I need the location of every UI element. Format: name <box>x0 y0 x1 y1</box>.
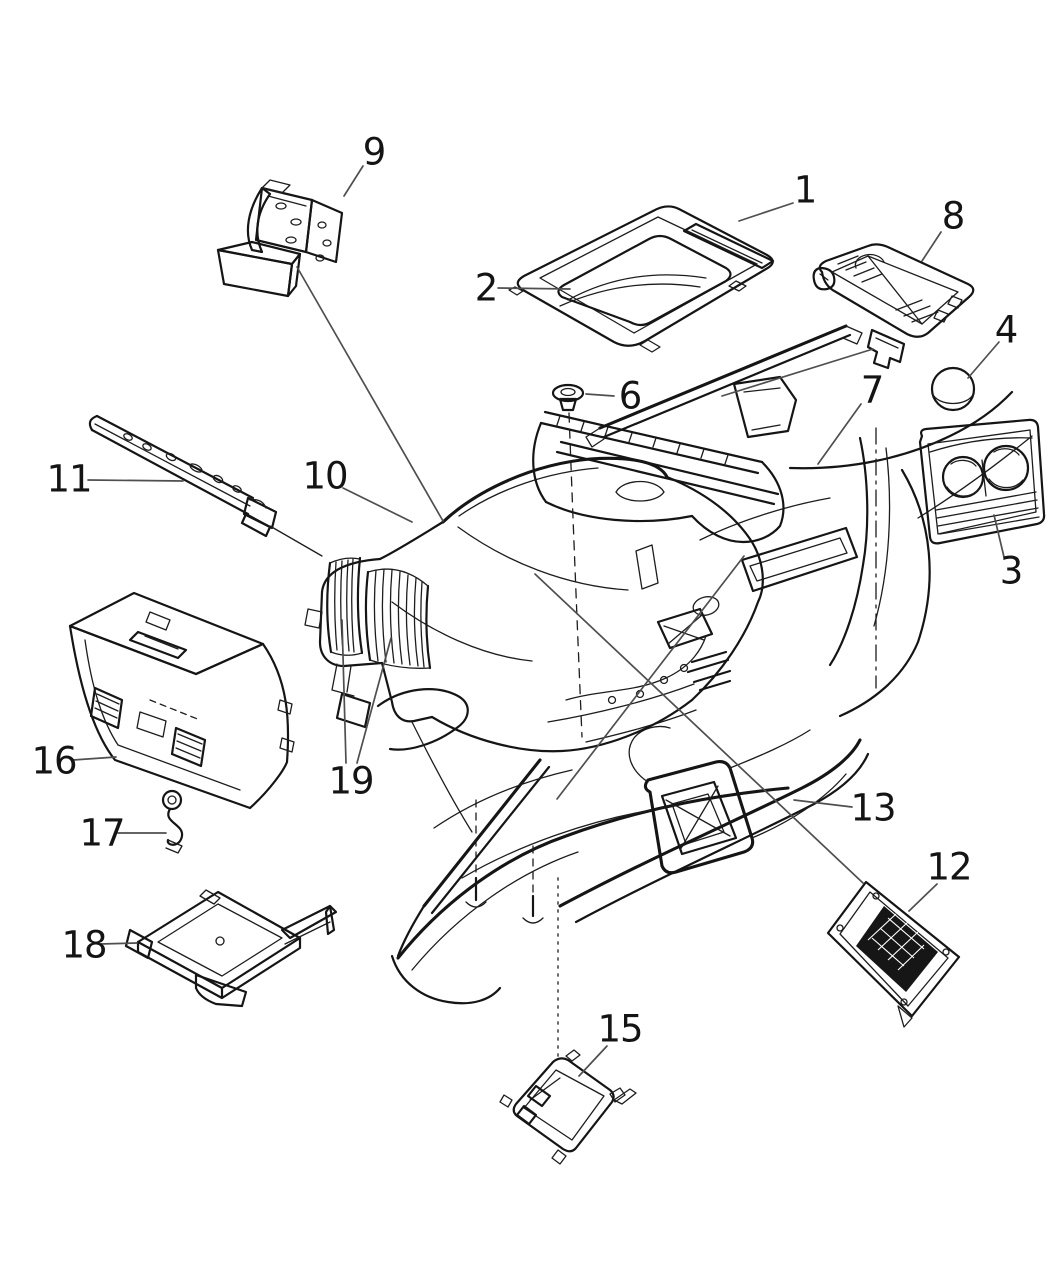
callout-15: 15 <box>597 1007 643 1051</box>
leader-floor-mount <box>556 555 745 800</box>
leader-12-mount <box>534 573 864 884</box>
leader-1 <box>738 202 794 222</box>
leader-10 <box>342 487 413 523</box>
part-11-mounting-rail <box>88 414 323 557</box>
part-1-console-lid <box>508 205 836 353</box>
callout-8: 8 <box>941 194 966 238</box>
leader-16 <box>72 756 117 761</box>
leader-2 <box>497 287 571 290</box>
leader-9 <box>343 165 364 197</box>
leader-19b <box>356 637 392 764</box>
part-9-bracket <box>216 179 344 298</box>
leader-13 <box>793 799 853 808</box>
leader-11 <box>87 479 184 482</box>
part-6-push-pin <box>551 383 585 738</box>
part-8-tray <box>818 243 975 370</box>
part-15-module <box>499 1049 637 1165</box>
part-16-rear-cover <box>68 591 295 810</box>
leader-15 <box>578 1045 608 1077</box>
callout-16: 16 <box>31 739 77 783</box>
part-3-cupholder <box>918 418 1046 545</box>
callout-7: 7 <box>860 368 885 412</box>
callout-19: 19 <box>328 759 374 803</box>
leader-3 <box>993 514 1005 558</box>
part-10-console-body <box>318 375 798 753</box>
part-13-duct <box>558 725 870 924</box>
leader-4 <box>967 341 1000 379</box>
callout-6: 6 <box>618 374 643 418</box>
callout-18: 18 <box>61 923 107 967</box>
leader-7 <box>817 403 862 465</box>
leader-6 <box>585 393 615 397</box>
part-12-mesh-plate <box>826 880 961 1028</box>
part-17-clip <box>161 789 184 854</box>
leader-8-mount <box>721 348 874 397</box>
leader-8 <box>921 231 942 262</box>
part-2-lid-inner-panel <box>557 234 732 327</box>
part-4-cap <box>930 366 976 412</box>
callout-2: 2 <box>474 266 499 310</box>
callout-9: 9 <box>362 130 387 174</box>
part-19-vents <box>304 556 432 729</box>
leader-12 <box>908 883 938 912</box>
callout-3: 3 <box>999 549 1024 593</box>
leader-9-mount <box>296 266 444 522</box>
callout-13: 13 <box>850 786 896 830</box>
callout-11: 11 <box>46 457 92 501</box>
callout-17: 17 <box>79 811 125 855</box>
leader-lines <box>72 165 1005 1077</box>
callout-12: 12 <box>926 845 972 889</box>
leader-19a <box>341 619 347 764</box>
part-7-floor-pan <box>376 324 1033 1005</box>
callout-1: 1 <box>793 168 818 212</box>
callout-10: 10 <box>302 454 348 498</box>
callout-4: 4 <box>994 308 1019 352</box>
part-18-mounting-bracket <box>124 889 338 1008</box>
leader-18 <box>99 942 138 945</box>
